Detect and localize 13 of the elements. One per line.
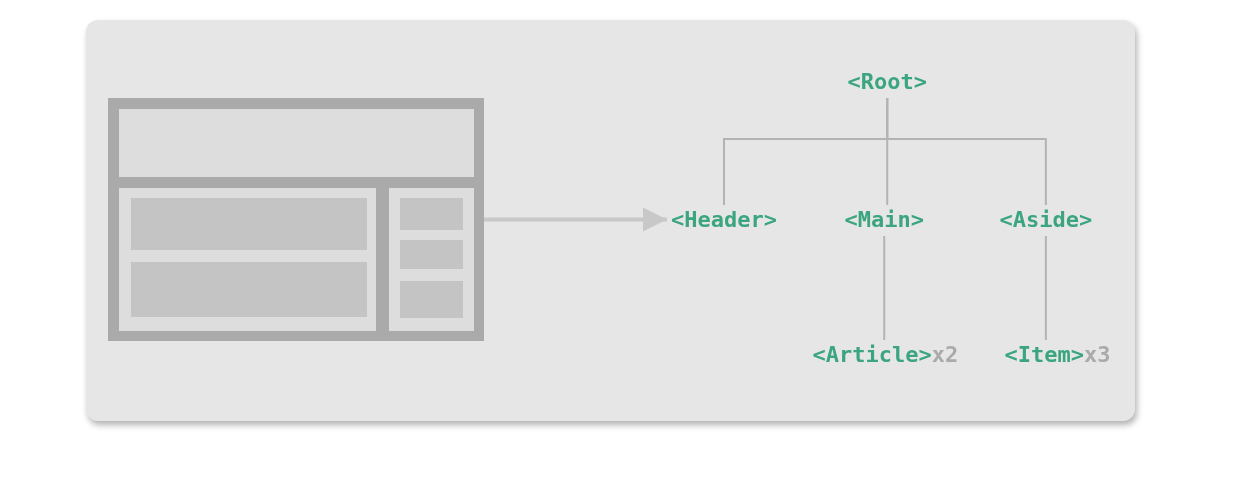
page-layout-drawing: [108, 98, 484, 341]
component-tag: <Root>: [847, 69, 927, 94]
tree-line: [883, 235, 886, 341]
arrow: [484, 207, 667, 232]
component-tag: <Article>: [812, 342, 932, 367]
tree-line: [886, 97, 1047, 206]
count-label: x2: [931, 342, 959, 367]
component-tag: <Main>: [844, 207, 924, 232]
component-tag: <Header>: [671, 207, 777, 232]
tree-line: [1044, 235, 1047, 341]
count-label: x3: [1084, 342, 1111, 367]
component-tag: <Aside>: [999, 207, 1093, 232]
component-tag: <Item>: [1004, 342, 1084, 367]
